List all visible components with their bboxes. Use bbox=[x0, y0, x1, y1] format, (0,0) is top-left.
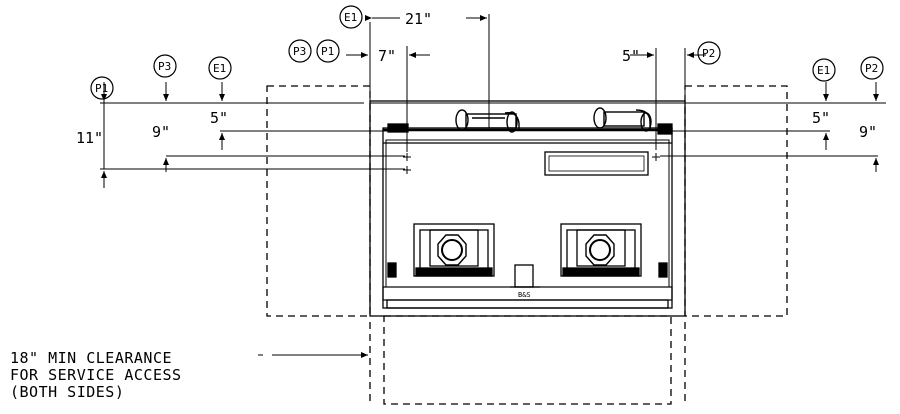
tag-e1-top bbox=[339, 5, 363, 29]
dim-9-left-label: 9" bbox=[152, 123, 170, 141]
dimension-labels: 21" 7" 5" 5" 5" 9" 9" 11" bbox=[76, 10, 877, 147]
junction-box bbox=[514, 264, 534, 288]
tag-p1-mid-label: P1 bbox=[321, 45, 334, 58]
tag-p3-left-label: P3 bbox=[158, 60, 171, 73]
connection-markers bbox=[403, 153, 660, 174]
reference-tags bbox=[90, 5, 884, 100]
clearance-note: 18" MIN CLEARANCE FOR SERVICE ACCESS (BO… bbox=[10, 349, 182, 401]
dim-9-right-label: 9" bbox=[859, 123, 877, 141]
tag-p3-mid-label: P3 bbox=[293, 45, 306, 58]
left-fan-assembly bbox=[413, 223, 495, 277]
note-line-3: (BOTH SIDES) bbox=[10, 383, 124, 401]
dim-21-label: 21" bbox=[405, 10, 432, 28]
tag-p1-left-label: P1 bbox=[95, 82, 108, 95]
unit-base-label: B&S bbox=[518, 291, 531, 299]
front-clearance-zone bbox=[383, 315, 672, 405]
tag-e1-top-label: E1 bbox=[344, 11, 357, 24]
right-clearance-zone bbox=[684, 85, 788, 317]
tag-p2-top-label: P2 bbox=[702, 47, 715, 60]
dim-11-label: 11" bbox=[76, 129, 103, 147]
tag-p2-right-label: P2 bbox=[865, 62, 878, 75]
tag-p2-right bbox=[860, 56, 884, 80]
tag-e1-right-label: E1 bbox=[817, 64, 830, 77]
dim-7-label: 7" bbox=[378, 47, 396, 65]
tag-e1-left-label: E1 bbox=[213, 62, 226, 75]
cabinet-opening bbox=[369, 100, 686, 317]
water-heater-unit: B&S bbox=[382, 107, 673, 309]
tag-e1-right bbox=[812, 58, 836, 82]
dimension-lines bbox=[100, 14, 886, 358]
dim-5-left-label: 5" bbox=[210, 109, 228, 127]
left-vent-pipe bbox=[455, 109, 520, 133]
dim-5-right-label: 5" bbox=[812, 109, 830, 127]
unit-body bbox=[382, 127, 673, 309]
note-line-2: FOR SERVICE ACCESS bbox=[10, 366, 182, 384]
control-panel bbox=[544, 151, 649, 176]
tag-e1-left bbox=[208, 56, 232, 80]
service-clearance-zones bbox=[266, 85, 788, 405]
dim-5-top-label: 5" bbox=[622, 47, 640, 65]
tag-p2-top bbox=[697, 41, 721, 65]
tag-p3-left bbox=[153, 54, 177, 78]
note-line-1: 18" MIN CLEARANCE bbox=[10, 349, 172, 367]
right-vent-pipe bbox=[593, 107, 652, 132]
right-fan-assembly bbox=[560, 223, 642, 277]
tag-p1-mid bbox=[316, 39, 340, 63]
tag-p1-left bbox=[90, 76, 114, 100]
tag-labels: E1 P3 P1 P1 P3 E1 P2 E1 P2 bbox=[95, 11, 878, 95]
tag-p3-mid bbox=[288, 39, 312, 63]
left-clearance-zone bbox=[266, 85, 371, 317]
